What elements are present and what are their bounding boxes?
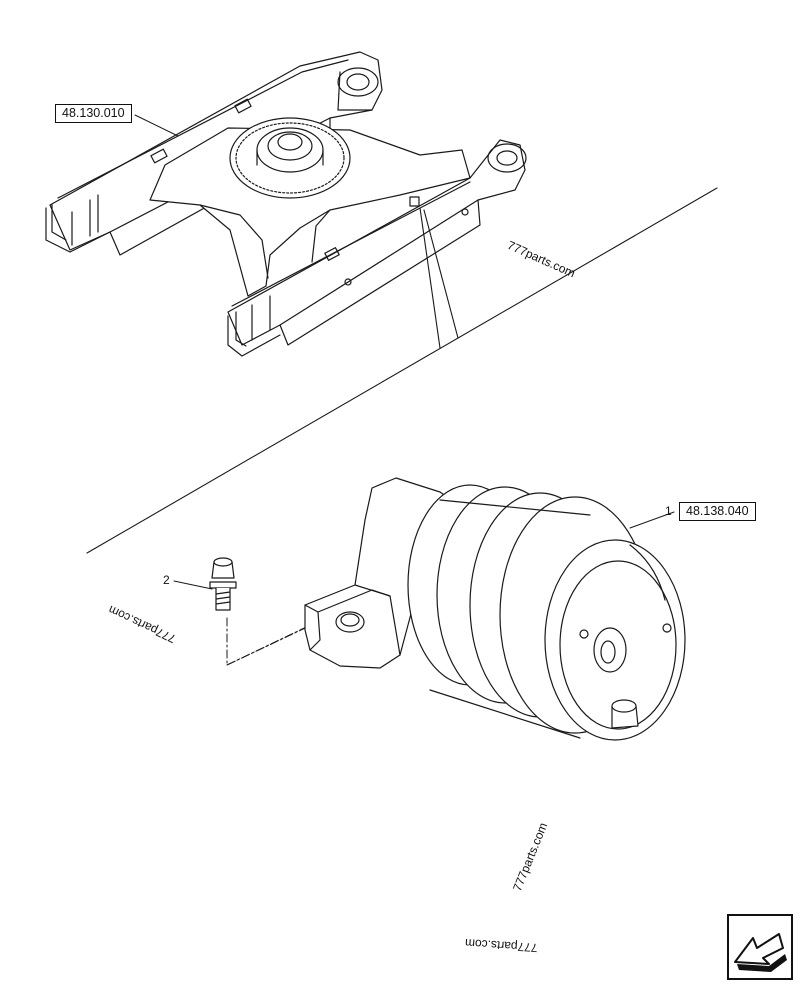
carrier-roller-drawing <box>304 477 686 741</box>
bolt-drawing <box>209 557 237 611</box>
callout-roller-number: 1 <box>665 504 672 518</box>
guide-lines <box>86 114 718 590</box>
track-frame-drawing <box>45 51 527 357</box>
frame-reference-box[interactable]: 48.130.010 <box>55 104 132 123</box>
callout-bolt-number: 2 <box>163 573 170 587</box>
roller-reference-box[interactable]: 48.138.040 <box>679 502 756 521</box>
arrow-left-down-icon[interactable] <box>727 914 793 980</box>
